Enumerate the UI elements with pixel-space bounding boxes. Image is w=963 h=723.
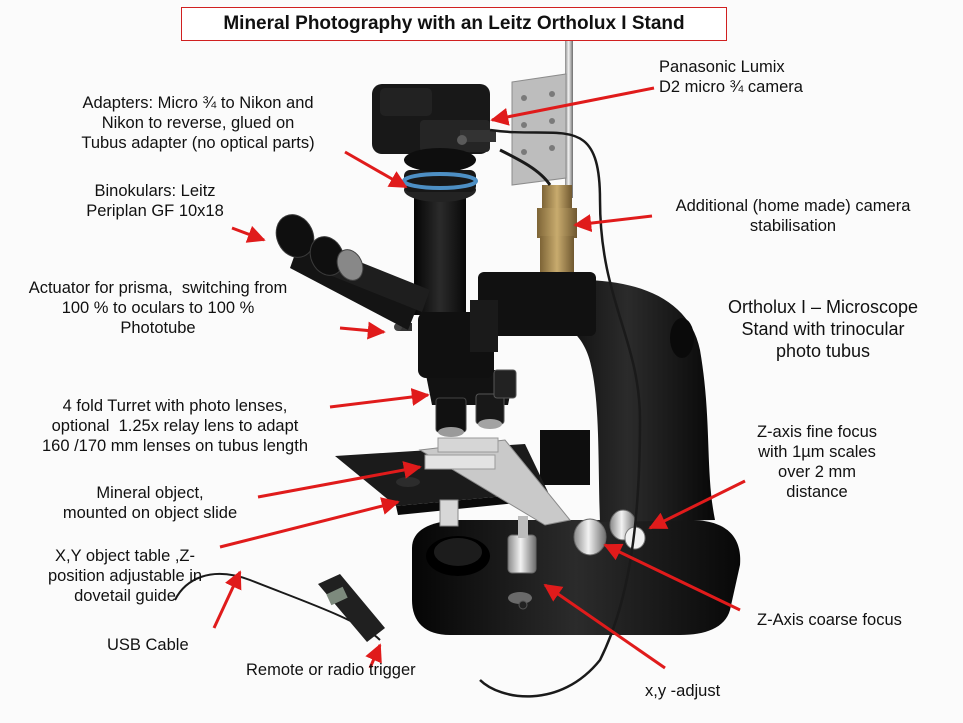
camera-body — [372, 84, 496, 172]
label-turret: 4 fold Turret with photo lenses, optiona… — [41, 397, 308, 455]
mounting-plate — [511, 73, 567, 186]
objective-turret — [425, 369, 517, 437]
focus-knobs — [507, 509, 646, 574]
label-xy-adjust: x,y -adjust — [645, 682, 721, 700]
binocular-eyepieces — [275, 214, 430, 330]
label-mineral-object: Mineral object, mounted on object slide — [62, 484, 238, 522]
label-camera: Panasonic Lumix D2 micro ¾ camera — [659, 58, 803, 96]
label-fine-focus: Z-axis fine focus with 1µm scales over 2… — [756, 423, 878, 501]
microscope-arm — [478, 272, 715, 522]
brass-stabiliser — [537, 185, 577, 276]
callout-arrows — [212, 86, 746, 670]
label-adapters: Adapters: Micro ¾ to Nikon and Nikon to … — [81, 94, 315, 152]
diagram-title: Mineral Photography with an Leitz Orthol… — [181, 7, 727, 41]
remote-trigger — [318, 574, 385, 642]
camera-cable — [479, 128, 642, 698]
object-stage — [335, 437, 571, 527]
label-object-table: X,Y object table ,Z- position adjustable… — [47, 547, 203, 605]
label-usb-cable: USB Cable — [107, 636, 189, 654]
microscope-base — [412, 520, 741, 635]
support-rod — [565, 38, 573, 198]
label-coarse-focus: Z-Axis coarse focus — [757, 611, 902, 629]
stand-description: Ortholux I – Microscope Stand with trino… — [727, 297, 919, 361]
label-binoculars: Binokulars: Leitz Periplan GF 10x18 — [86, 182, 224, 220]
label-actuator: Actuator for prisma, switching from 100 … — [28, 279, 288, 337]
label-remote-trigger: Remote or radio trigger — [246, 661, 416, 679]
label-stabilisation: Additional (home made) camera stabilisat… — [675, 197, 911, 235]
